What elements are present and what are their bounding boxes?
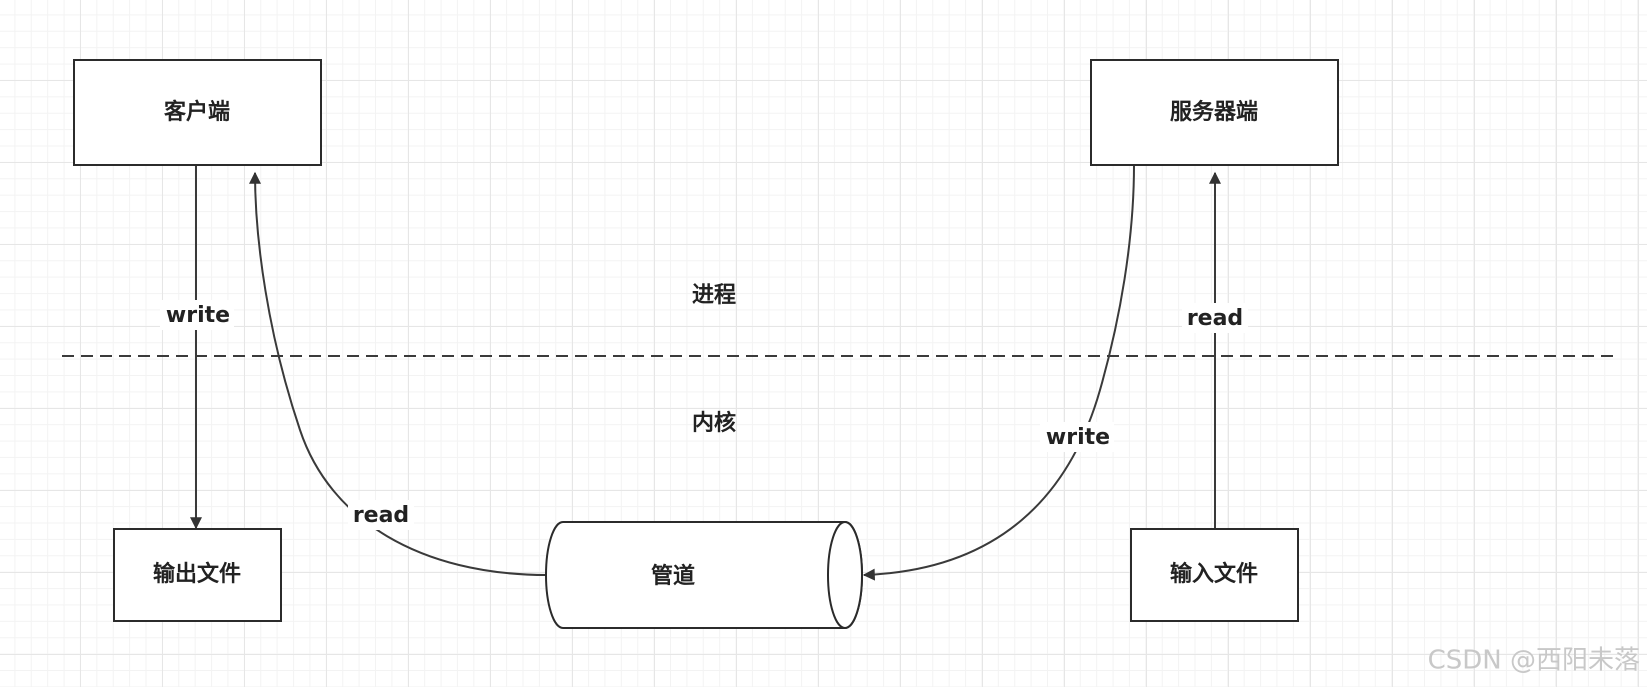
client-write-label: write <box>166 303 230 328</box>
server-box: 服务器端 <box>1090 59 1339 166</box>
server-label: 服务器端 <box>1170 100 1258 125</box>
input-file-label: 输入文件 <box>1170 561 1258 587</box>
process-region-label: 进程 <box>692 283 736 308</box>
server-read-label: read <box>1187 306 1243 331</box>
server-write-edge <box>862 164 1135 581</box>
output-file-label: 输出文件 <box>153 561 241 587</box>
input-file-box: 输入文件 <box>1130 528 1299 622</box>
client-read-edge <box>249 171 548 576</box>
client-box: 客户端 <box>73 59 322 166</box>
server-write-label: write <box>1046 425 1110 450</box>
pipe-cylinder: 管道 <box>545 521 863 629</box>
pipe-label: 管道 <box>651 563 695 589</box>
output-file-box: 输出文件 <box>113 528 282 622</box>
watermark: CSDN @西阳未落 <box>1428 646 1640 676</box>
client-read-label: read <box>353 503 409 528</box>
client-label: 客户端 <box>164 99 230 125</box>
kernel-region-label: 内核 <box>692 410 736 436</box>
